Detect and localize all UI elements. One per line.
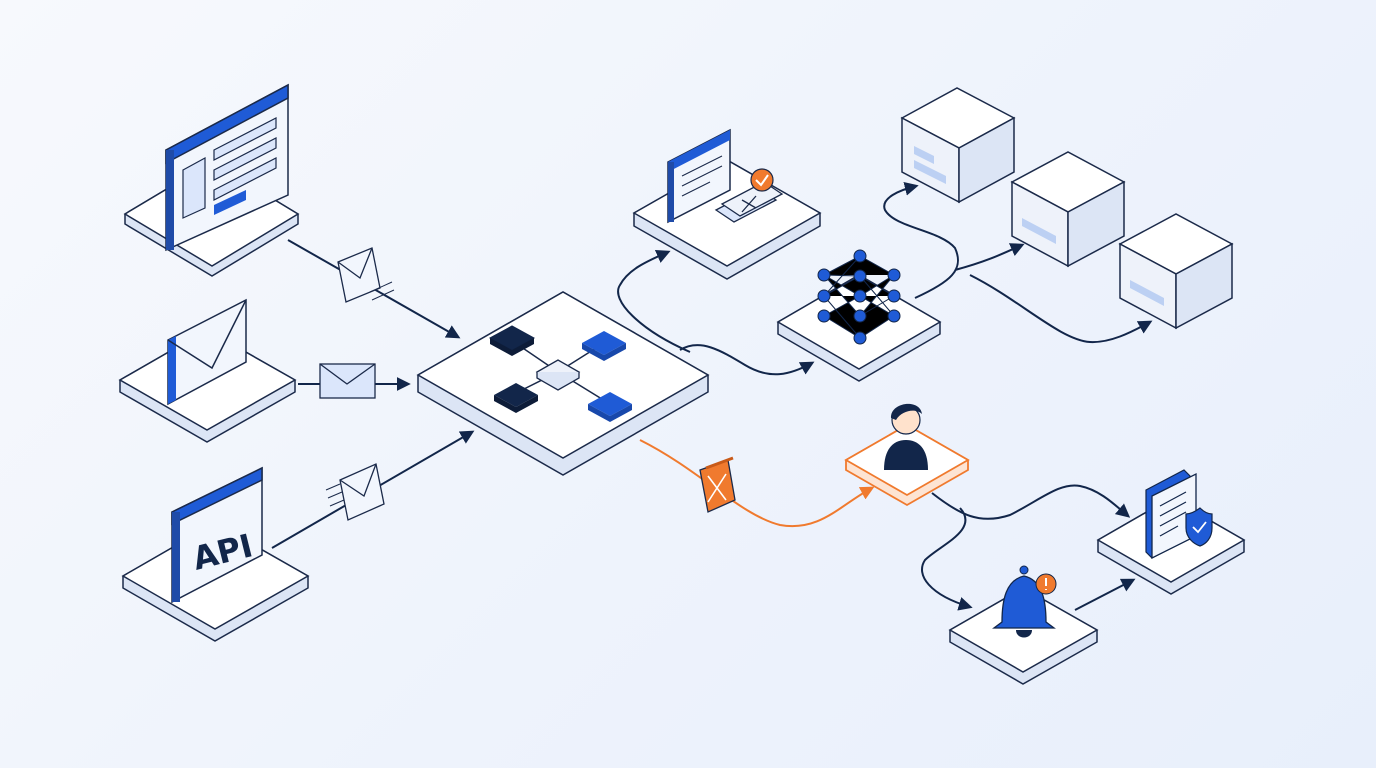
connector-network-to-storage-3 — [969, 274, 1153, 344]
storage-box-icon — [900, 87, 1016, 204]
validated-form-node — [632, 128, 822, 280]
connector-hub-to-reviewer-error — [639, 439, 875, 528]
connector-network-to-storage-2 — [954, 243, 1025, 271]
neural-network-node — [776, 249, 942, 382]
connector-hub-to-form — [617, 250, 691, 353]
storage-box-icon — [1118, 213, 1234, 330]
web-form-node — [123, 83, 300, 277]
api-node: API — [121, 466, 310, 642]
connector-hub-to-network — [679, 344, 815, 376]
secure-document-node — [1096, 469, 1246, 595]
email-node — [118, 298, 297, 443]
connector-network-to-storage-1 — [883, 181, 960, 299]
connector-reviewer-to-bell — [921, 507, 973, 611]
notification-node — [948, 565, 1099, 685]
secure-document-icon — [1145, 469, 1213, 560]
envelope-message-icon — [325, 463, 385, 521]
envelope-message-icon — [337, 247, 395, 303]
human-reviewer-node — [844, 403, 970, 507]
storage-box-1 — [900, 87, 1016, 204]
api-window-icon: API — [171, 466, 263, 604]
web-form-icon — [165, 83, 289, 252]
connector-bell-to-document — [1074, 578, 1136, 611]
connector-reviewer-to-document — [931, 484, 1131, 520]
validated-form-icon — [667, 128, 784, 224]
error-x-icon — [699, 456, 736, 513]
router-hub-icon — [488, 325, 632, 422]
storage-box-icon — [1010, 151, 1126, 268]
envelope-message-icon — [319, 363, 376, 399]
neural-network-icon — [817, 249, 901, 345]
notification-bell-icon — [992, 565, 1057, 638]
email-icon — [167, 298, 247, 406]
router-hub-node — [416, 291, 710, 476]
human-reviewer-icon — [884, 403, 928, 470]
storage-box-2 — [1010, 151, 1126, 268]
storage-box-3 — [1118, 213, 1234, 330]
